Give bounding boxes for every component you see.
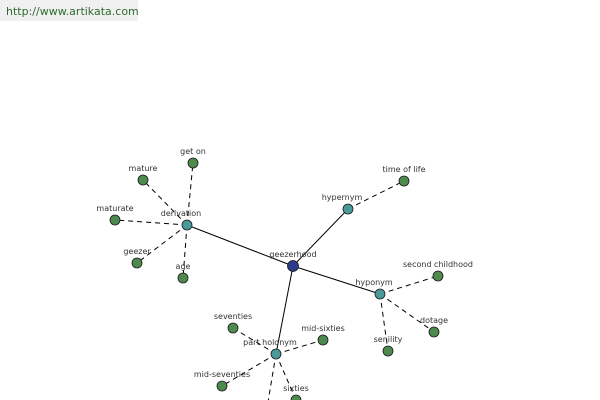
edge-root-hyponym <box>292 265 381 295</box>
relation-derivation-label[interactable]: derivation <box>161 209 201 218</box>
edge-derivation-get-on <box>186 162 194 226</box>
relation-hyponym-node[interactable] <box>374 288 386 300</box>
edge-hyponym-dotage <box>379 293 435 333</box>
term-second-childhood-node[interactable] <box>432 270 444 282</box>
term-maturate-node[interactable] <box>109 214 121 226</box>
term-second-childhood-label[interactable]: second childhood <box>403 260 473 269</box>
term-geezer-node[interactable] <box>131 257 143 269</box>
edge-part-holonym-offscreen <box>267 353 277 400</box>
relation-hyponym-label[interactable]: hyponym <box>355 278 393 287</box>
edge-root-hypernym <box>292 208 349 267</box>
term-sixties-label[interactable]: sixties <box>283 384 309 393</box>
site-url-link[interactable]: http://www.artikata.com <box>6 5 139 18</box>
edge-derivation-maturate <box>114 219 188 226</box>
term-seventies-node[interactable] <box>227 322 239 334</box>
term-geezer-label[interactable]: geezer <box>123 247 151 256</box>
term-get-on-node[interactable] <box>187 157 199 169</box>
edge-hyponym-senility <box>379 293 389 352</box>
term-time-of-life-node[interactable] <box>398 175 410 187</box>
relation-part-holonym-label[interactable]: part holonym <box>243 338 297 347</box>
term-age-label[interactable]: age <box>176 262 191 271</box>
relation-part-holonym-node[interactable] <box>270 348 282 360</box>
node-layer: get on mature maturate geezer age derivation t… <box>96 147 473 400</box>
term-mid-seventies-node[interactable] <box>216 380 228 392</box>
term-get-on-label[interactable]: get on <box>180 147 206 156</box>
edge-hypernym-time-of-life <box>347 180 405 210</box>
relation-hypernym-label[interactable]: hypernym <box>322 193 363 202</box>
term-mid-sixties-label[interactable]: mid-sixties <box>301 324 345 333</box>
relation-derivation-node[interactable] <box>181 219 193 231</box>
term-mid-seventies-label[interactable]: mid-seventies <box>194 370 250 379</box>
term-mature-node[interactable] <box>137 174 149 186</box>
edge-hyponym-second-childhood <box>379 275 439 295</box>
term-mature-label[interactable]: mature <box>129 164 158 173</box>
edge-part-holonym-sixties <box>275 353 297 400</box>
term-maturate-label[interactable]: maturate <box>96 204 133 213</box>
edge-part-holonym-mid-sixties <box>275 339 324 355</box>
term-age-node[interactable] <box>177 272 189 284</box>
root-geezerhood-label[interactable]: geezerhood <box>269 250 316 259</box>
term-time-of-life-label[interactable]: time of life <box>382 165 425 174</box>
term-senility-node[interactable] <box>382 345 394 357</box>
edge-part-holonym-mid-seventies <box>221 353 277 387</box>
term-seventies-label[interactable]: seventies <box>214 312 252 321</box>
root-geezerhood-node[interactable] <box>287 260 299 272</box>
url-bar: http://www.artikata.com <box>0 0 139 21</box>
term-sixties-node[interactable] <box>290 394 302 400</box>
term-mid-sixties-node[interactable] <box>317 334 329 346</box>
term-dotage-label[interactable]: dotage <box>420 316 448 325</box>
edge-layer <box>114 162 439 400</box>
term-senility-label[interactable]: senility <box>374 335 403 344</box>
term-dotage-node[interactable] <box>428 326 440 338</box>
edge-derivation-mature <box>142 179 188 226</box>
edge-root-part-holonym <box>275 265 294 355</box>
edge-root-derivation <box>186 224 294 267</box>
relation-hypernym-node[interactable] <box>342 203 354 215</box>
edge-derivation-geezer <box>136 224 188 264</box>
